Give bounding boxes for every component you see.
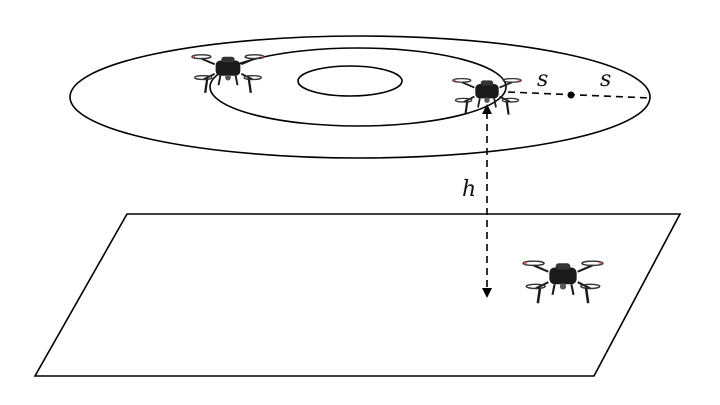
height-arrow-top <box>482 104 492 114</box>
height-arrow-bottom <box>482 288 492 298</box>
height-label: h <box>462 177 476 202</box>
drone-icon <box>521 259 605 305</box>
spacing-label-inner: s <box>537 67 548 92</box>
ground-plane <box>33 213 682 377</box>
middle-orbit <box>209 47 507 127</box>
spacing-midpoint <box>567 91 575 99</box>
drone-icon <box>190 53 266 94</box>
spacing-dashed-line <box>507 91 651 99</box>
outer-orbit <box>69 35 651 159</box>
spacing-label-outer: s <box>600 67 611 92</box>
inner-orbit <box>297 65 403 97</box>
